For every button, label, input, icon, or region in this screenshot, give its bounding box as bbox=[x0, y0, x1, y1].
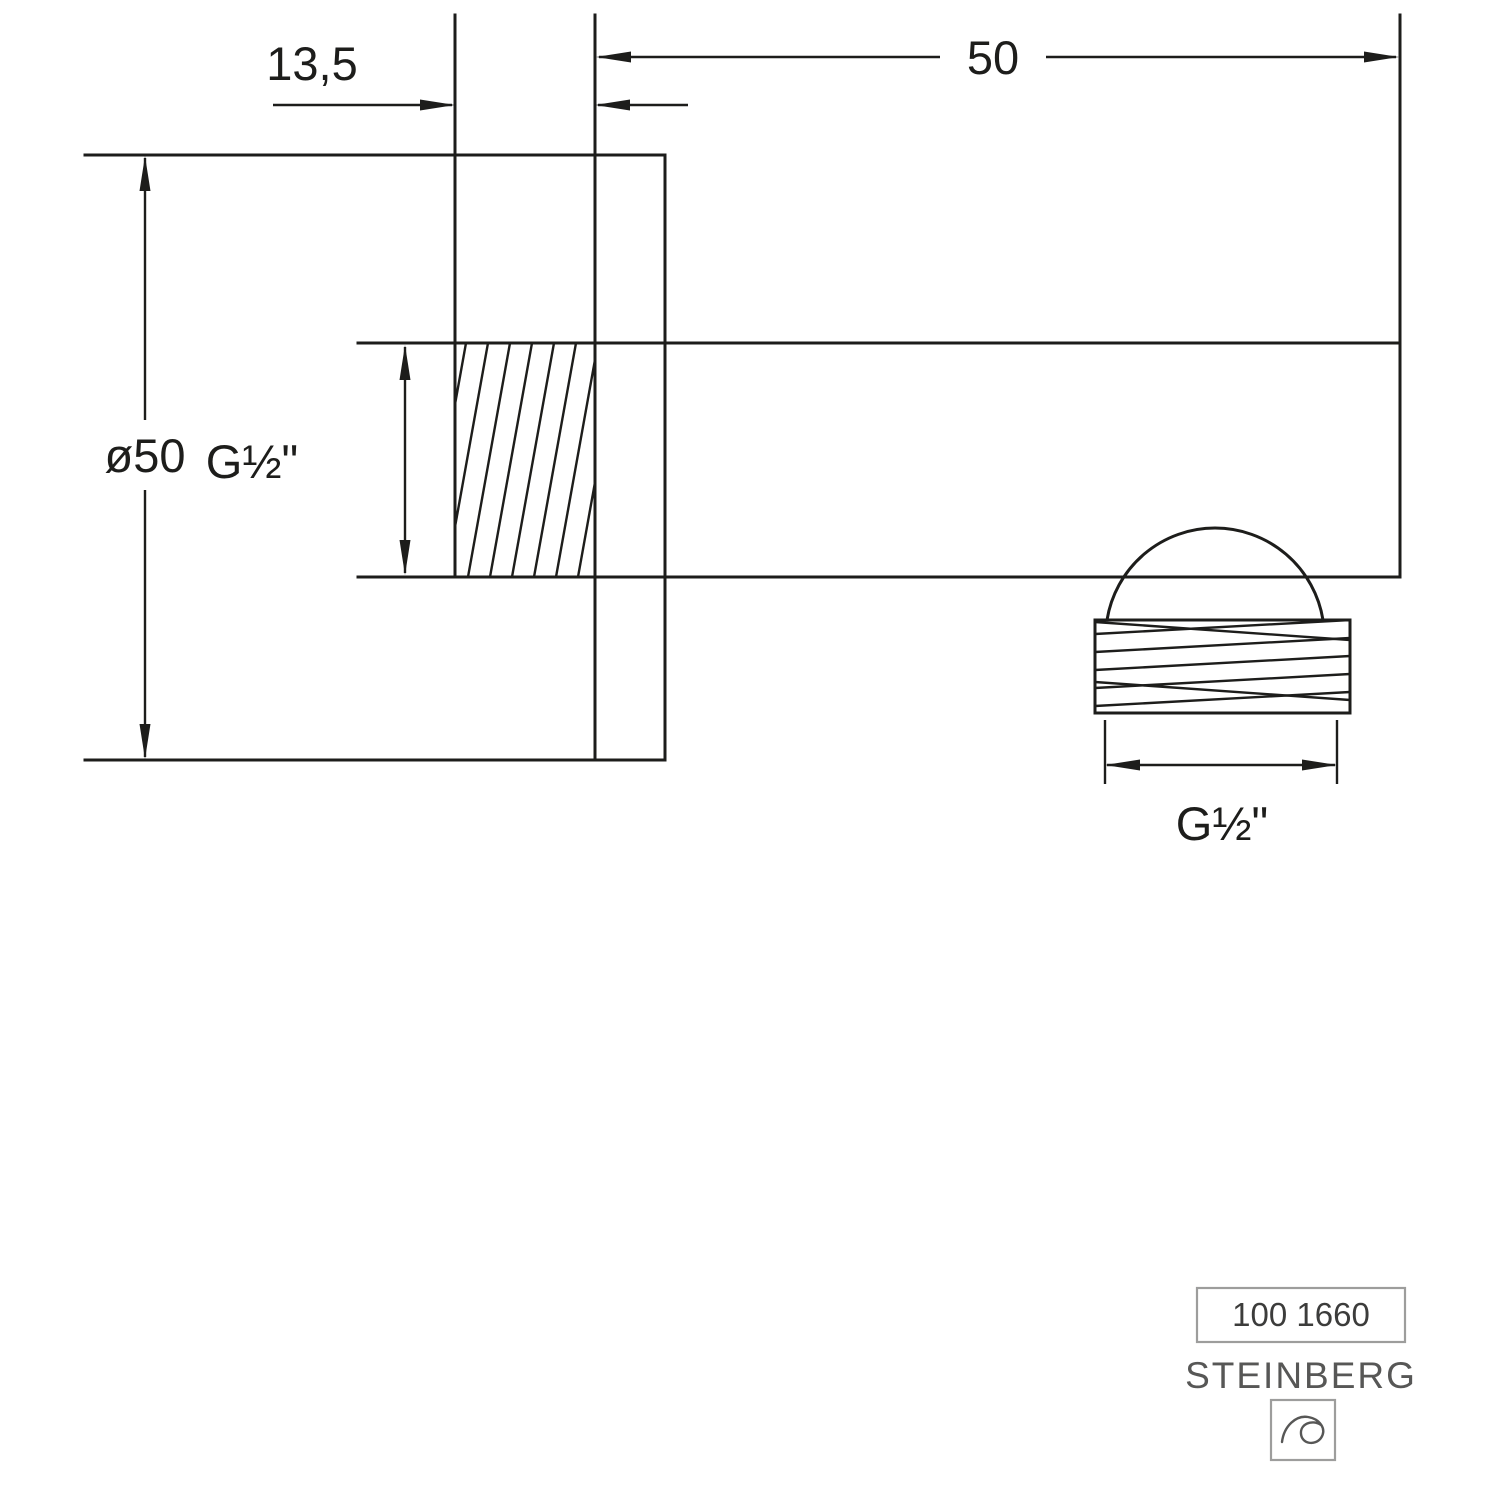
brand-name: STEINBERG bbox=[1185, 1355, 1417, 1396]
inlet-thread-hatch bbox=[455, 343, 595, 577]
product-number-box bbox=[1195, 1286, 1407, 1344]
dimension-inlet-thread: G½" bbox=[206, 345, 411, 575]
arrowhead-left bbox=[1105, 759, 1140, 771]
dimension-label-outlet-thread: G½" bbox=[1176, 797, 1268, 850]
dimension-outlet-thread: G½" bbox=[1103, 720, 1339, 850]
dimension-label-projection: 50 bbox=[967, 31, 1019, 84]
arrowhead-down bbox=[139, 724, 151, 759]
dimension-13-5: 13,5 bbox=[266, 37, 688, 111]
outlet-nut bbox=[1093, 618, 1352, 715]
arrowhead-right bbox=[1302, 759, 1337, 771]
outlet-thread-hatch bbox=[1095, 620, 1350, 708]
dimension-label-inlet-thread: G½" bbox=[206, 435, 298, 488]
arrowhead-right bbox=[1364, 51, 1399, 63]
dimension-flange-diameter: ø50 bbox=[105, 156, 186, 759]
dimension-label-flange-diameter: ø50 bbox=[105, 429, 186, 482]
arrowhead-up bbox=[399, 345, 411, 380]
product-number: 100 1660 bbox=[1232, 1296, 1370, 1333]
dimension-50: 50 bbox=[596, 31, 1399, 84]
arrowhead-right bbox=[420, 99, 455, 111]
arrowhead-left bbox=[595, 99, 630, 111]
arrowhead-left bbox=[596, 51, 631, 63]
arrowhead-up bbox=[139, 156, 151, 191]
outlet-dome bbox=[1105, 526, 1325, 622]
fixture-outline bbox=[83, 13, 1402, 762]
dimension-label-wall-offset: 13,5 bbox=[266, 37, 357, 90]
steinberg-swirl-logo-icon bbox=[1280, 1415, 1325, 1445]
arrowhead-down bbox=[399, 540, 411, 575]
logo-box bbox=[1269, 1398, 1337, 1462]
title-block: 100 1660 STEINBERG bbox=[1185, 1286, 1417, 1462]
